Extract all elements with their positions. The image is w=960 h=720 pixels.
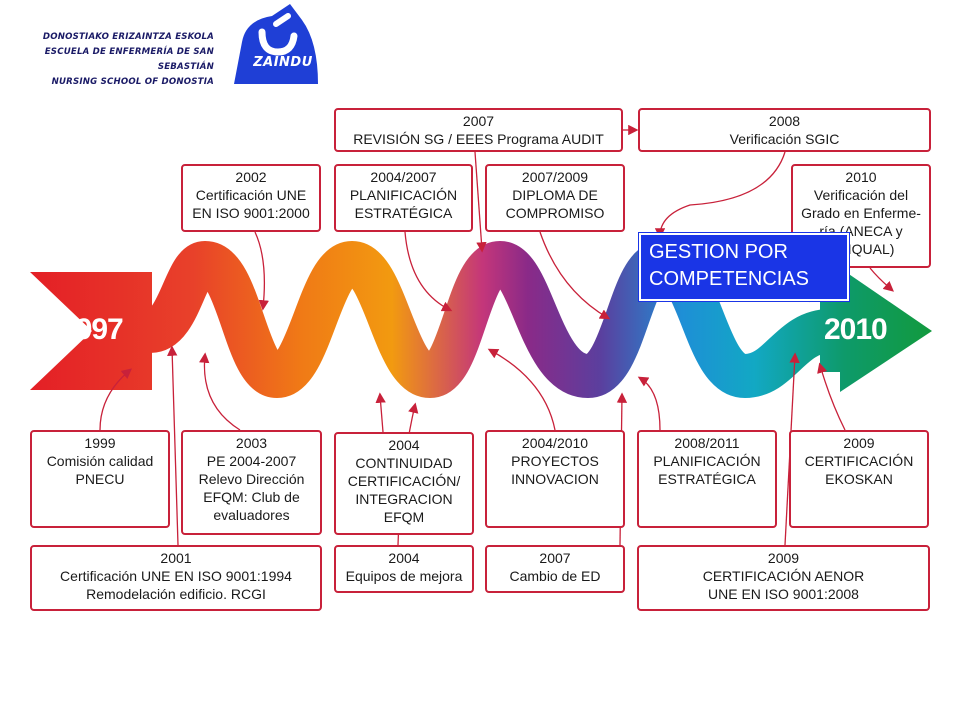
school-name-spanish: ESCUELA DE ENFERMERÍA DE SAN SEBASTIÁN [44,47,214,72]
event-box-2003: 2003 PE 2004-2007 Relevo Dirección EFQM:… [181,430,322,535]
event-box-2004-continuidad: 2004 CONTINUIDAD CERTIFICACIÓN/ INTEGRAC… [334,432,474,535]
start-arrow [30,272,152,390]
zaindu-logo [234,4,318,84]
event-box-2007-cambio: 2007 Cambio de ED [485,545,625,593]
school-name-english: NURSING SCHOOL OF DONOSTIA [51,77,214,87]
event-box-1999: 1999 Comisión calidad PNECU [30,430,170,528]
school-name-basque: DONOSTIAKO ERIZAINTZA ESKOLA [42,32,214,42]
event-box-2008-2011: 2008/2011 PLANIFICACIÓN ESTRATÉGICA [637,430,777,528]
gestion-competencias-callout: GESTION POR COMPETENCIAS [638,232,850,302]
event-box-2004-2010: 2004/2010 PROYECTOS INNOVACION [485,430,625,528]
event-box-2007-revision: 2007 REVISIÓN SG / EEES Programa AUDIT [334,108,623,152]
event-box-2009-ekoskan: 2009 CERTIFICACIÓN EKOSKAN [789,430,929,528]
school-name-block: DONOSTIAKO ERIZAINTZA ESKOLA ESCUELA DE … [4,30,214,90]
event-box-2002: 2002 Certificación UNE EN ISO 9001:2000 [181,164,321,232]
event-box-2008-verificacion: 2008 Verificación SGIC [638,108,931,152]
event-box-2004-equipos: 2004 Equipos de mejora [334,545,474,593]
event-box-2004-2007: 2004/2007 PLANIFICACIÓN ESTRATÉGICA [334,164,473,232]
event-box-2001: 2001 Certificación UNE EN ISO 9001:1994 … [30,545,322,611]
start-year-label: 1997 [60,313,124,346]
logo-text: ZAINDU [253,55,313,70]
event-box-2009-aenor: 2009 CERTIFICACIÓN AENOR UNE EN ISO 9001… [637,545,930,611]
event-box-2007-2009: 2007/2009 DIPLOMA DE COMPROMISO [485,164,625,232]
end-year-label: 2010 [824,313,888,346]
wave-band [145,240,832,399]
